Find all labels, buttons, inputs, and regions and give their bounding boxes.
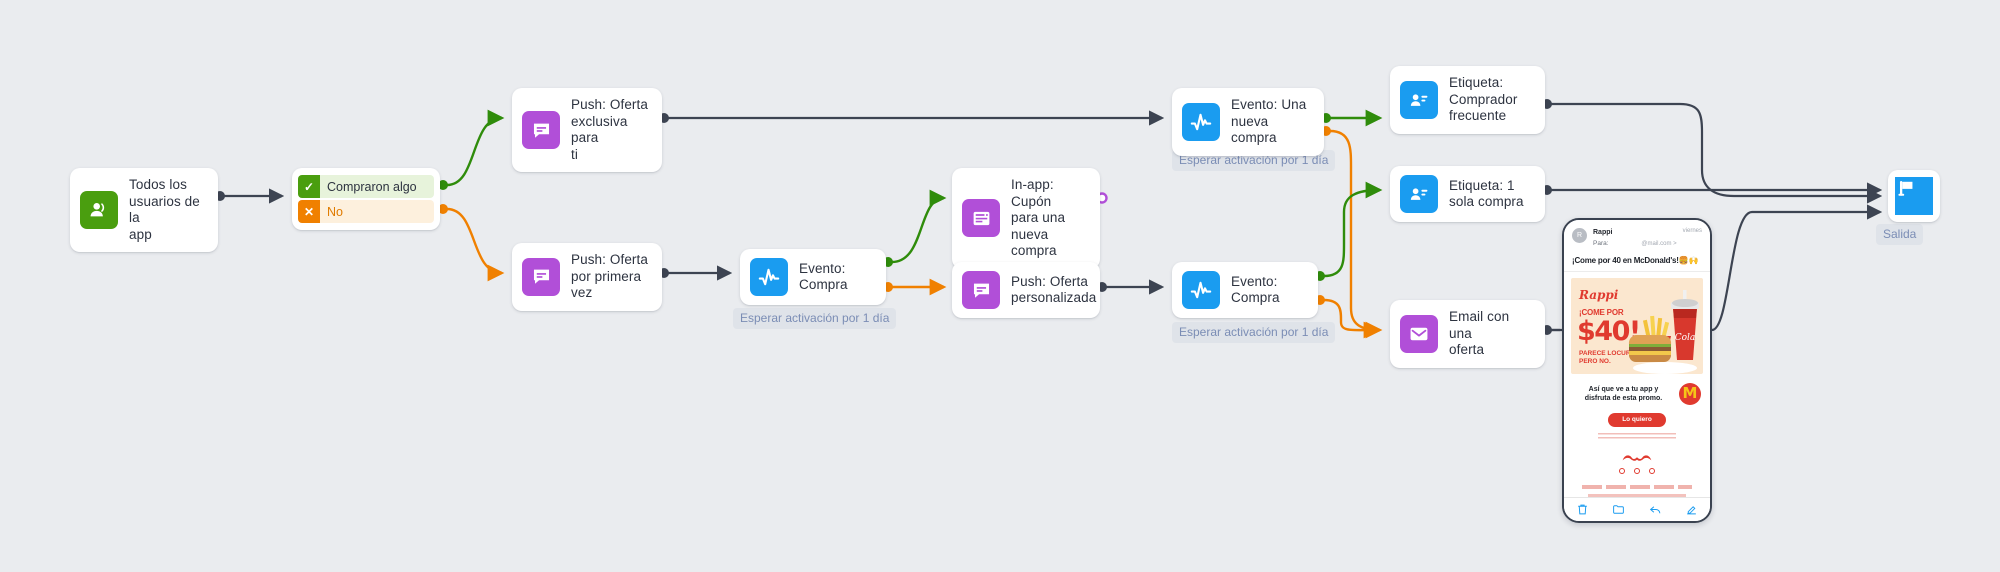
- email-icon: [1400, 314, 1438, 353]
- node-label: In-app: Cupón para una nueva compra: [1011, 177, 1066, 258]
- node-etiqueta-una-sola-compra[interactable]: Etiqueta: 1 sola compra: [1390, 166, 1545, 222]
- email-fine-print: [1598, 432, 1676, 442]
- footer-legal-text: [1588, 493, 1686, 497]
- mcdonalds-logo-icon: M: [1679, 382, 1701, 405]
- node-evento-compra-1[interactable]: Evento: Compra: [740, 249, 886, 305]
- mail-action-bar[interactable]: [1564, 496, 1710, 521]
- email-tagline: Así que ve a tu app y disfruta de esta p…: [1584, 385, 1663, 402]
- node-etiqueta-comprador-frecuente[interactable]: Etiqueta: Comprador frecuente: [1390, 66, 1545, 134]
- email-preview-phone[interactable]: R Rappi Para: @mail.com > viernes ¡Come …: [1562, 218, 1712, 523]
- exit-label: Salida: [1876, 224, 1924, 245]
- email-tagline-row: Así que ve a tu app y disfruta de esta p…: [1564, 374, 1710, 408]
- email-subject: ¡Come por 40 en McDonald's!🍔🙌: [1564, 253, 1710, 272]
- combo-meal-illustration: Cola: [1628, 290, 1699, 374]
- email-sender: Rappi: [1593, 229, 1613, 236]
- node-label: Evento: Compra: [799, 260, 848, 293]
- tag-contact-icon: [1400, 80, 1438, 119]
- node-evento-nueva-compra[interactable]: Evento: Una nueva compra: [1172, 88, 1324, 156]
- branch-yes[interactable]: ✓ Compraron algo: [298, 175, 434, 198]
- event-pulse-icon: [750, 258, 788, 296]
- event-pulse-icon: [1182, 102, 1220, 141]
- flag-icon: [1895, 177, 1933, 215]
- node-label: Push: Oferta exclusiva para ti: [571, 97, 648, 162]
- email-date: viernes: [1682, 228, 1702, 234]
- email-to-label: Para:: [1593, 240, 1609, 247]
- node-email-con-oferta[interactable]: Email con una oferta: [1390, 300, 1545, 368]
- push-message-icon: [522, 111, 560, 149]
- branch-yes-label: Compraron algo: [320, 175, 434, 198]
- node-push-oferta-personalizada[interactable]: Push: Oferta personalizada: [952, 262, 1100, 318]
- node-evento-compra-2[interactable]: Evento: Compra: [1172, 262, 1318, 318]
- node-push-oferta-primera-vez[interactable]: Push: Oferta por primera vez: [512, 243, 662, 311]
- tag-contact-icon: [1400, 175, 1438, 213]
- node-label: Push: Oferta por primera vez: [571, 252, 648, 300]
- node-label: Etiqueta: Comprador frecuente: [1449, 75, 1518, 123]
- trash-icon[interactable]: [1576, 503, 1589, 516]
- node-condition-split[interactable]: ✓ Compraron algo ✕ No: [292, 168, 440, 230]
- node-audience-all-app-users[interactable]: Todos los usuarios de la app: [70, 168, 218, 252]
- footer-links[interactable]: [1582, 485, 1692, 489]
- in-app-window-icon: [962, 199, 1000, 238]
- email-cta-button[interactable]: Lo quiero: [1608, 412, 1666, 427]
- node-label: Evento: Compra: [1231, 273, 1280, 306]
- node-push-oferta-exclusiva[interactable]: Push: Oferta exclusiva para ti: [512, 88, 662, 172]
- email-header: R Rappi Para: @mail.com > viernes: [1564, 220, 1710, 253]
- reply-icon[interactable]: [1649, 503, 1662, 516]
- facebook-icon[interactable]: [1619, 468, 1625, 475]
- folder-icon[interactable]: [1612, 503, 1625, 516]
- push-message-icon: [962, 271, 1000, 309]
- delay-label-evento-compra-2: Esperar activación por 1 día: [1172, 322, 1336, 343]
- rappi-moustache-icon: [1622, 455, 1652, 461]
- node-label: Etiqueta: 1 sola compra: [1449, 177, 1524, 210]
- avatar: R: [1572, 228, 1587, 243]
- node-label: Todos los usuarios de la app: [129, 177, 200, 242]
- users-icon: [80, 191, 118, 229]
- email-to-address: @mail.com >: [1641, 241, 1677, 247]
- event-pulse-icon: [1182, 271, 1220, 309]
- twitter-icon[interactable]: [1649, 468, 1655, 475]
- branch-no-label: No: [320, 200, 434, 223]
- delay-label-evento-compra-1: Esperar activación por 1 día: [733, 308, 897, 329]
- cross-icon: ✕: [298, 200, 320, 223]
- node-label: Push: Oferta personalizada: [1011, 273, 1097, 306]
- svg-text:Cola: Cola: [1675, 333, 1696, 343]
- branch-no[interactable]: ✕ No: [298, 200, 434, 223]
- node-label: Evento: Una nueva compra: [1231, 97, 1307, 145]
- node-label: Email con una oferta: [1449, 309, 1510, 357]
- email-hero-banner: Rappi ¡COME POR $40! PARECE LOCURA, PERO…: [1571, 278, 1703, 374]
- push-message-icon: [522, 257, 560, 296]
- compose-icon[interactable]: [1685, 503, 1698, 516]
- node-exit-salida[interactable]: [1888, 170, 1940, 222]
- instagram-icon[interactable]: [1634, 468, 1640, 475]
- social-links[interactable]: [1564, 468, 1710, 475]
- hero-brand: Rappi: [1579, 288, 1619, 302]
- check-icon: ✓: [298, 175, 320, 198]
- node-inapp-cupon[interactable]: In-app: Cupón para una nueva compra: [952, 168, 1100, 269]
- hero-line-2: PARECE LOCURA, PERO NO.: [1579, 350, 1638, 365]
